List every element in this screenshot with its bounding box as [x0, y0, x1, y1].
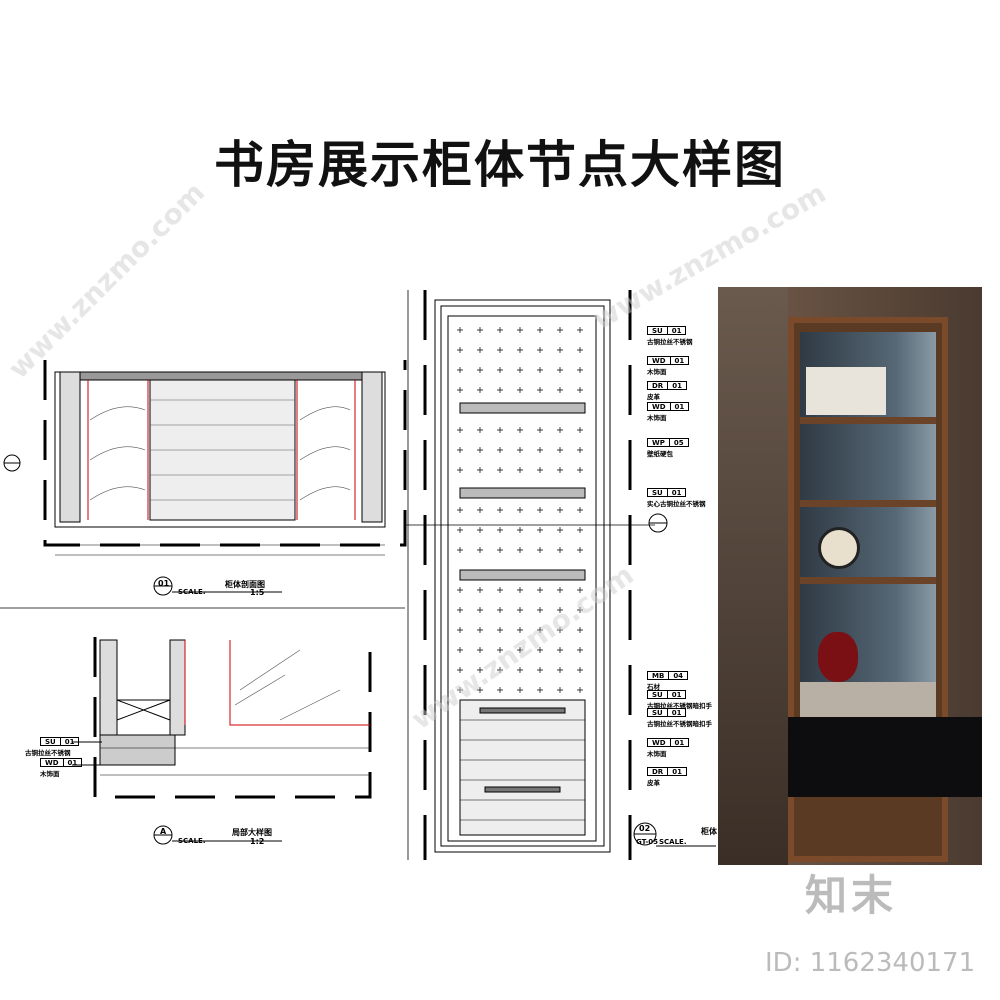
plus-marks [457, 327, 583, 693]
wallpaper-pattern [457, 327, 583, 693]
section-01-number: 01 [158, 579, 170, 588]
section-a-scale-label: SCALE. [178, 837, 206, 845]
page-title: 书房展示柜体节点大样图 [214, 136, 786, 194]
section-01-scale-label: SCALE. [178, 588, 206, 596]
cabinet-render-photo [718, 287, 982, 865]
section-02-number: 02 [639, 824, 651, 833]
section-02-name: 柜体 [701, 827, 717, 836]
section-01-name: 柜体剖面图 [225, 580, 265, 589]
section-02-scale-label: SCALE. [659, 838, 687, 846]
section-01-scale: 1:5 [250, 588, 265, 597]
section-a-name: 局部大样图 [232, 828, 272, 837]
section-02-sub: GT-05 [636, 838, 659, 846]
section-a-drawing [72, 637, 372, 845]
section-a-scale: 1:2 [250, 837, 265, 846]
section-02-elevation [405, 290, 716, 860]
watermark-logo: 知末 [805, 871, 898, 920]
section-01-drawing [0, 360, 407, 609]
section-a-number: A [160, 827, 167, 836]
svg-text:www.znzmo.com: www.znzmo.com [2, 176, 211, 385]
watermark-text: www.znzmo.com www.znzmo.com www.znzmo.co… [2, 176, 832, 736]
watermark-id: ID: 1162340171 [765, 948, 976, 978]
